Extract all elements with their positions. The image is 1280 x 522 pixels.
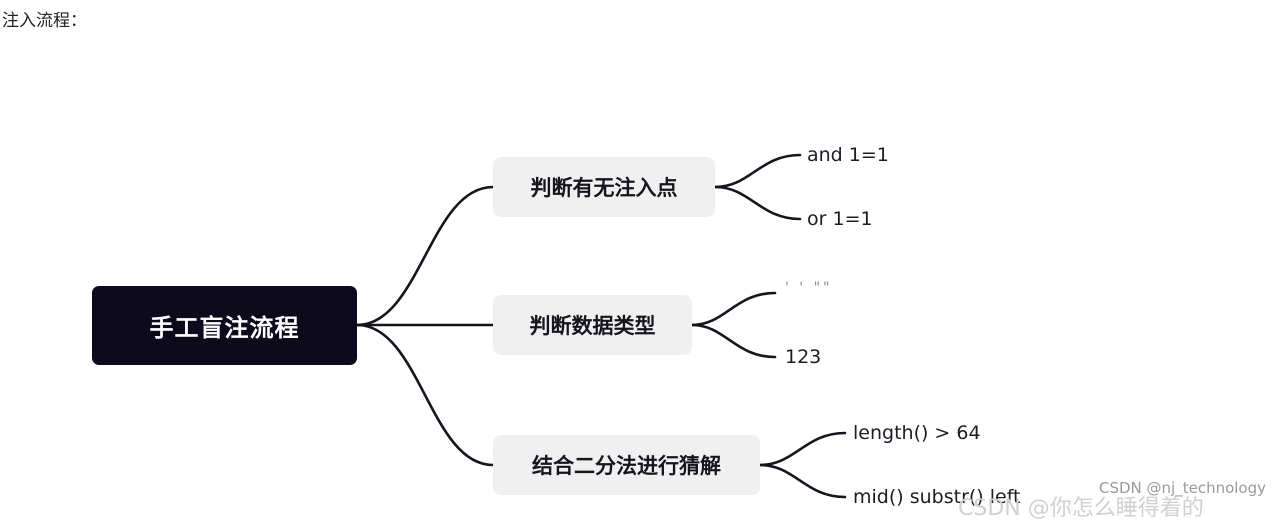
root-node[interactable]: 手工盲注流程 [92, 286, 357, 365]
leaf-mid-substr-left[interactable]: mid() substr() left [853, 486, 1021, 508]
connector-branch-3-leaf-2 [758, 463, 847, 499]
leaf-length[interactable]: length() > 64 [853, 422, 981, 444]
connector-branch-2-leaf-1 [690, 291, 777, 327]
leaf-123[interactable]: 123 [785, 346, 822, 368]
connector-branch-2-leaf-2 [690, 323, 777, 359]
branch-node-data-type[interactable]: 判断数据类型 [493, 295, 692, 355]
mindmap-connectors [355, 153, 847, 499]
connector-branch-1-leaf-2 [713, 185, 802, 221]
connector-root-branch-3 [355, 323, 495, 467]
connector-branch-1-leaf-1 [713, 153, 802, 189]
watermark: CSDN @nj_technology [1099, 479, 1266, 497]
page-title: 注入流程： [2, 11, 87, 31]
leaf-quotes[interactable]: ' ' "" [785, 280, 833, 296]
branch-node-binary-search[interactable]: 结合二分法进行猜解 [493, 435, 760, 495]
branch-node-detect-injection[interactable]: 判断有无注入点 [493, 157, 715, 217]
connector-branch-3-leaf-1 [758, 431, 847, 467]
connector-root-branch-1 [355, 185, 495, 327]
leaf-and-1-1[interactable]: and 1=1 [807, 144, 889, 166]
leaf-or-1-1[interactable]: or 1=1 [807, 208, 873, 230]
